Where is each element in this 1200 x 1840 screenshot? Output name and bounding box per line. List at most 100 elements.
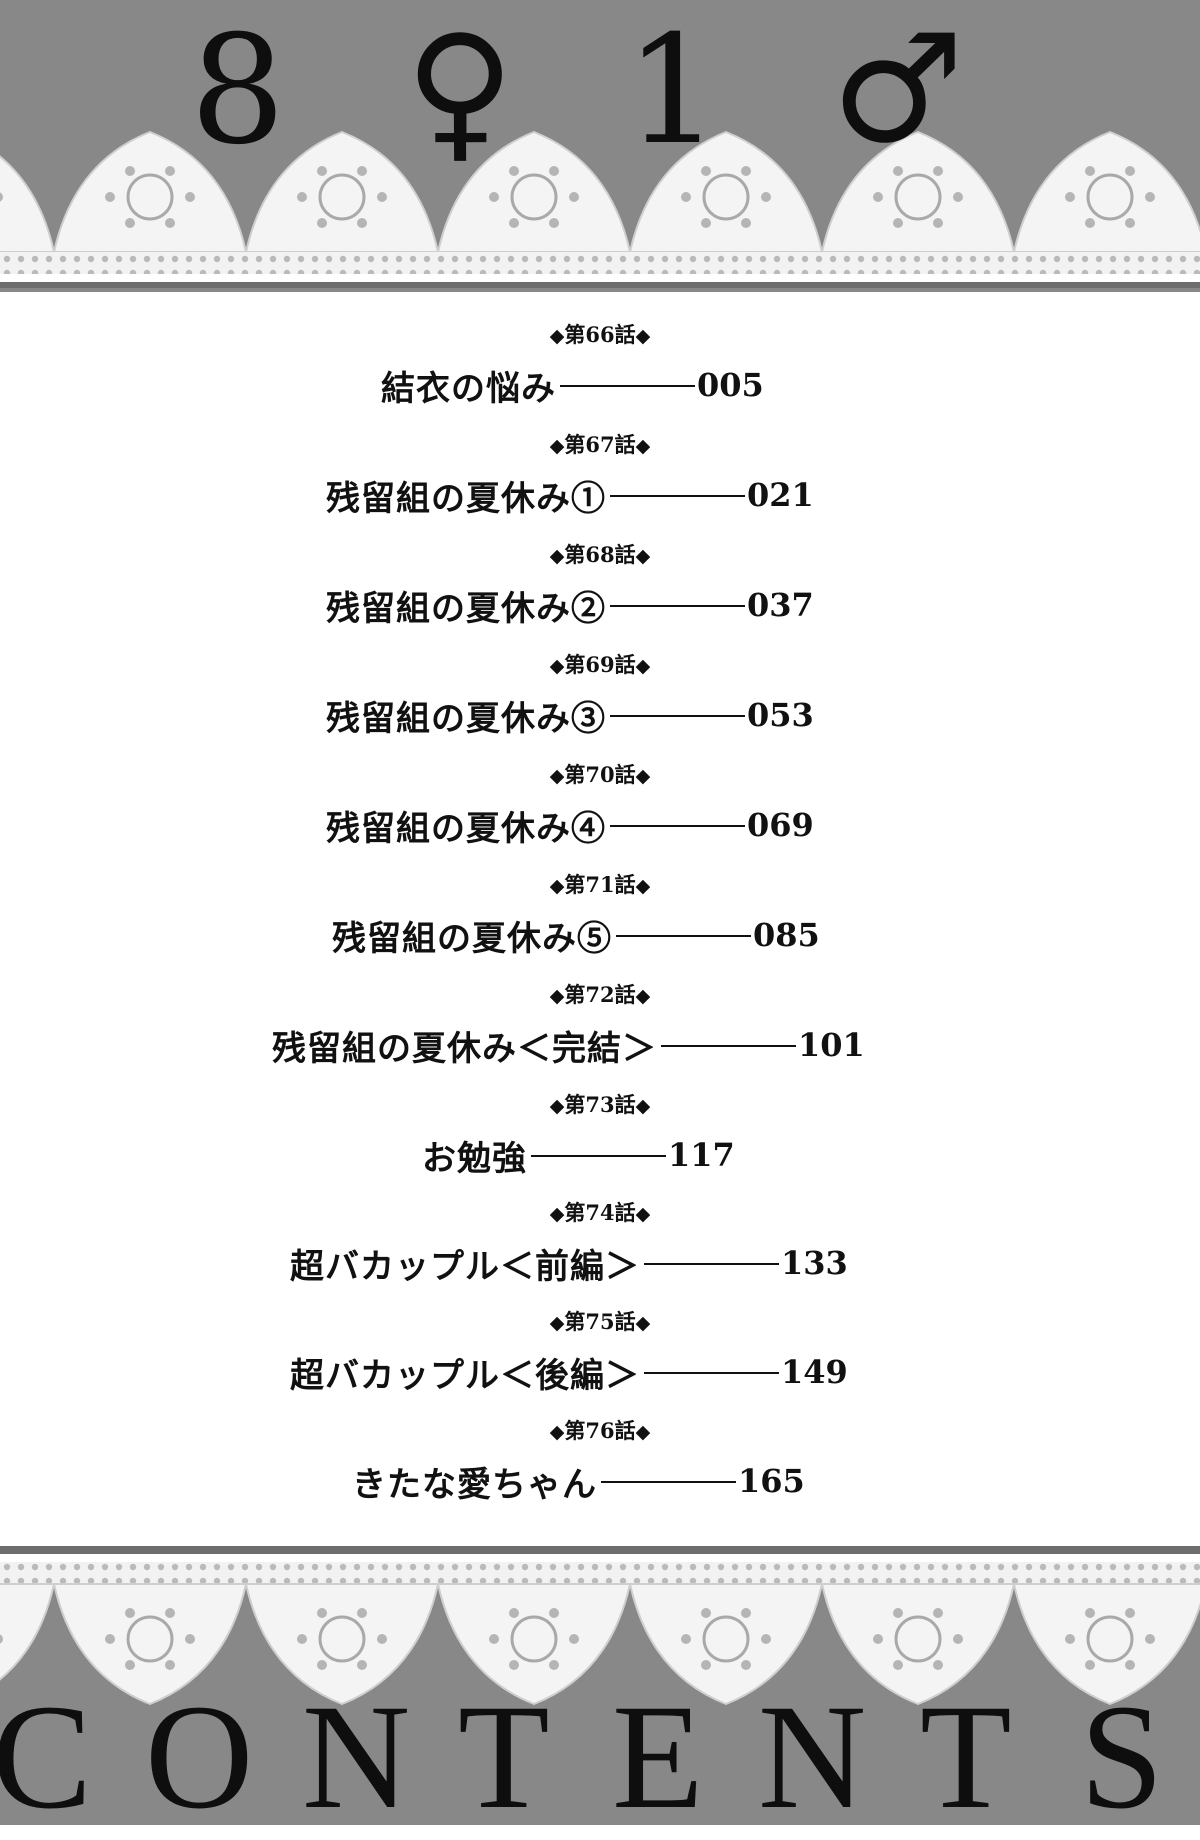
lace-dot	[377, 1634, 387, 1644]
contents-letter: N	[302, 1674, 411, 1840]
lace-dot	[893, 217, 903, 228]
lace-dot	[873, 1634, 883, 1644]
contents-letter: T	[920, 1674, 1012, 1840]
lace-motif	[318, 173, 366, 221]
title-symbol-8: 8	[190, 4, 286, 178]
toc-line: 残留組の夏休み④ 069	[326, 802, 814, 849]
lace-motif	[894, 1615, 942, 1663]
toc-line: 残留組の夏休み③ 053	[326, 692, 814, 739]
lace-scallop	[820, 130, 1016, 253]
page-number: 149	[781, 1353, 848, 1391]
leader-line	[661, 1045, 796, 1047]
contents-heading: C O N T E N T S	[0, 1674, 1200, 1840]
lace-dot	[357, 166, 367, 177]
lace-scallop	[628, 130, 824, 253]
contents-letter: S	[1080, 1674, 1164, 1840]
lace-dot	[701, 1659, 711, 1670]
lace-dot	[125, 1659, 135, 1670]
lace-dot	[569, 1634, 579, 1644]
lace-dot	[105, 1634, 115, 1644]
lace-dot	[165, 1608, 175, 1619]
leader-line	[644, 1263, 779, 1265]
lace-dot	[297, 192, 307, 202]
lace-dot	[549, 166, 559, 177]
toc-entry-68: ◆第68話◆ 残留組の夏休み② 037	[0, 542, 1200, 642]
episode-number: ◆第70話◆	[549, 762, 651, 787]
toc-entry-73: ◆第73話◆ お勉強 117	[0, 1092, 1200, 1192]
lace-dot	[377, 192, 387, 202]
episode-number: ◆第69話◆	[549, 652, 651, 677]
episode-title: 残留組の夏休み③	[326, 698, 606, 739]
lace-dot	[165, 217, 175, 228]
lace-dot	[489, 192, 499, 202]
lace-dot	[953, 192, 963, 202]
contents-letter: T	[458, 1674, 550, 1840]
top-band-art	[0, 0, 1200, 292]
lace-motif	[894, 173, 942, 221]
lace-dot	[357, 217, 367, 228]
lace-dot	[185, 192, 195, 202]
toc-line: 超バカップル＜後編＞ 149	[290, 1349, 848, 1396]
lace-scallop	[628, 1583, 824, 1706]
lace-dot	[317, 166, 327, 177]
page-number: 165	[738, 1462, 805, 1500]
lace-dot	[1125, 217, 1135, 228]
page-number: 085	[753, 916, 820, 954]
page-number: 117	[668, 1136, 735, 1174]
episode-title: 残留組の夏休み①	[326, 478, 606, 519]
lace-dot	[761, 1634, 771, 1644]
episode-number: ◆第72話◆	[549, 982, 651, 1007]
episode-title: 残留組の夏休み④	[326, 808, 606, 849]
lace-dot	[701, 1608, 711, 1619]
lace-dot	[741, 1608, 751, 1619]
lace-dot	[741, 166, 751, 177]
lace-dot	[1125, 166, 1135, 177]
lace-scallop	[244, 1583, 440, 1706]
lace-dot	[125, 217, 135, 228]
lace-dot	[1085, 166, 1095, 177]
toc-entry-74: ◆第74話◆ 超バカップル＜前編＞ 133	[0, 1200, 1200, 1300]
page-number: 069	[747, 806, 814, 844]
bottom-lace-band	[0, 1546, 1200, 1825]
episode-title: 残留組の夏休み⑤	[332, 918, 612, 959]
lace-dot	[893, 1608, 903, 1619]
leader-line	[616, 935, 751, 937]
lace-dot	[741, 217, 751, 228]
page-number: 021	[747, 476, 814, 514]
lace-motif	[702, 173, 750, 221]
lace-dot	[893, 1659, 903, 1670]
lace-dot	[549, 1608, 559, 1619]
lace-dot	[1145, 1634, 1155, 1644]
contents-letter: O	[145, 1674, 254, 1840]
episode-number: ◆第68話◆	[549, 542, 651, 567]
episode-number: ◆第66話◆	[549, 322, 651, 347]
lace-dot	[0, 192, 3, 202]
title-symbol-venus: ♀	[405, 4, 515, 178]
toc-entry-75: ◆第75話◆ 超バカップル＜後編＞ 149	[0, 1309, 1200, 1409]
lace-dot	[761, 192, 771, 202]
contents-letter: N	[758, 1674, 867, 1840]
lace-dot	[105, 192, 115, 202]
lace-scallop	[1012, 1583, 1200, 1706]
lace-dot	[125, 1608, 135, 1619]
lace-motif	[318, 1615, 366, 1663]
lace-scallop	[52, 1583, 248, 1706]
page-number: 133	[781, 1244, 848, 1282]
toc-line: お勉強 117	[422, 1132, 735, 1179]
lace-dot	[0, 1634, 3, 1644]
toc-entry-66: ◆第66話◆ 結衣の悩み 005	[0, 322, 1200, 422]
toc-entry-71: ◆第71話◆ 残留組の夏休み⑤ 085	[0, 872, 1200, 972]
episode-title: 残留組の夏休み②	[326, 588, 606, 629]
leader-line	[610, 605, 745, 607]
title-symbol-mars: ♂	[830, 4, 965, 178]
lace-dot	[357, 1659, 367, 1670]
episode-number: ◆第73話◆	[549, 1092, 651, 1117]
leader-line	[560, 385, 695, 387]
lace-scallop	[0, 1583, 56, 1681]
lace-scallop	[436, 130, 632, 253]
lace-dot	[933, 1659, 943, 1670]
bottom-band-art	[0, 1546, 1200, 1825]
lace-dot	[681, 192, 691, 202]
contents-letter: E	[612, 1674, 704, 1840]
lace-scallop	[1012, 130, 1200, 253]
